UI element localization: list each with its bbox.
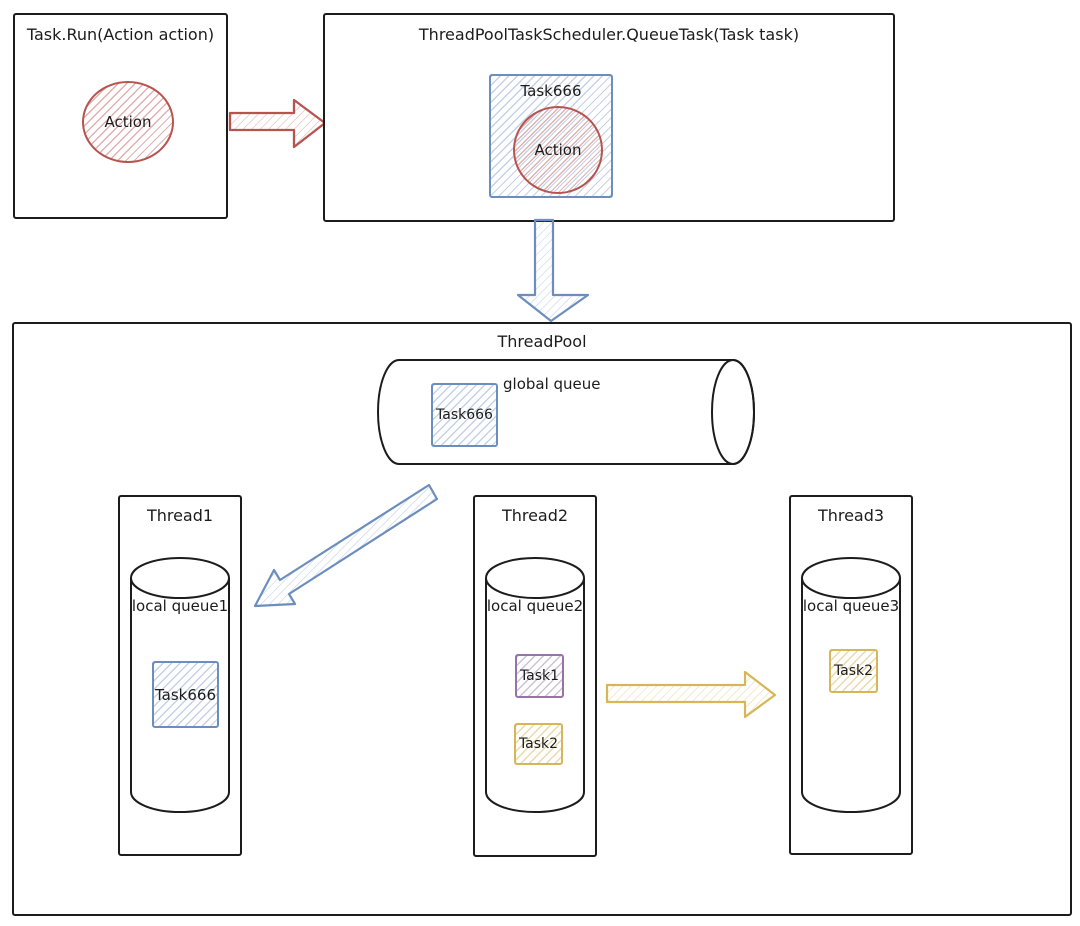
arrow-taskrun-to-scheduler-icon [228, 98, 327, 149]
taskrun-box: Task.Run(Action action) Action [13, 13, 228, 219]
global-queue-label: global queue [503, 375, 601, 393]
task2-box-thread3: Task2 [829, 649, 878, 693]
task666-box-scheduler: Task666 Action [489, 74, 613, 198]
thread2-box: Thread2 local queue2 Task1 Task2 [473, 495, 597, 857]
local-queue1-label: local queue1 [131, 597, 229, 615]
arrow-thread2-to-thread3-icon [605, 670, 777, 719]
action-label: Action [104, 113, 152, 131]
scheduler-box: ThreadPoolTaskScheduler.QueueTask(Task t… [323, 13, 895, 222]
taskrun-title: Task.Run(Action action) [26, 25, 215, 44]
local-queue2-label: local queue2 [486, 597, 584, 615]
arrow-globalqueue-to-thread1-icon [253, 484, 439, 608]
thread3-title: Thread3 [817, 506, 885, 525]
thread2-title: Thread2 [501, 506, 569, 525]
task1-box-thread2: Task1 [515, 654, 564, 698]
action-label-inner: Action [534, 141, 582, 159]
thread1-title: Thread1 [146, 506, 214, 525]
local-queue3-cylinder [801, 557, 901, 813]
threadpool-title: ThreadPool [497, 332, 587, 351]
local-queue3-label: local queue3 [802, 597, 900, 615]
local-queue1-cylinder [130, 557, 230, 813]
thread1-box: Thread1 local queue1 Task666 [118, 495, 242, 856]
action-circle-inner: Action [513, 106, 603, 194]
task666-box-thread1: Task666 [152, 661, 219, 728]
task2-box-thread2: Task2 [514, 723, 563, 765]
task666-box-globalqueue: Task666 [431, 383, 498, 447]
global-queue-cylinder [377, 359, 755, 465]
scheduler-title: ThreadPoolTaskScheduler.QueueTask(Task t… [418, 25, 800, 44]
thread3-box: Thread3 local queue3 Task2 [789, 495, 913, 855]
task666-label: Task666 [520, 82, 582, 100]
arrow-scheduler-to-threadpool-icon [516, 218, 590, 322]
action-circle: Action [82, 81, 174, 163]
